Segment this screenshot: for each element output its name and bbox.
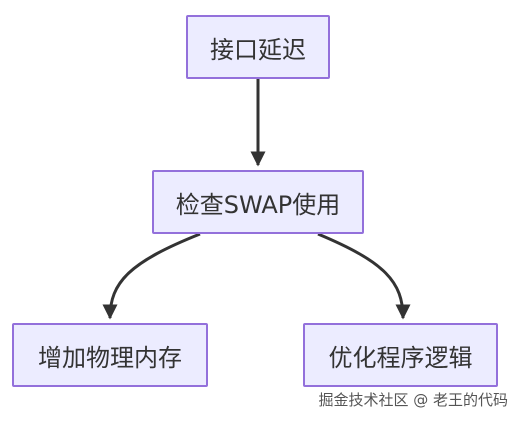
node-check-swap-usage: 检查SWAP使用	[152, 170, 364, 234]
edge-check-to-optimize	[317, 232, 411, 320]
watermark: 掘金技术社区 @ 老王的代码	[318, 391, 508, 409]
node-label: 接口延迟	[210, 35, 306, 64]
edge-check-to-memory	[102, 232, 201, 320]
node-interface-latency: 接口延迟	[186, 15, 330, 79]
node-add-physical-memory: 增加物理内存	[12, 323, 208, 387]
node-optimize-program-logic: 优化程序逻辑	[303, 323, 498, 387]
node-label: 增加物理内存	[38, 343, 182, 372]
node-label: 检查SWAP使用	[175, 190, 341, 219]
node-label: 优化程序逻辑	[328, 343, 473, 372]
